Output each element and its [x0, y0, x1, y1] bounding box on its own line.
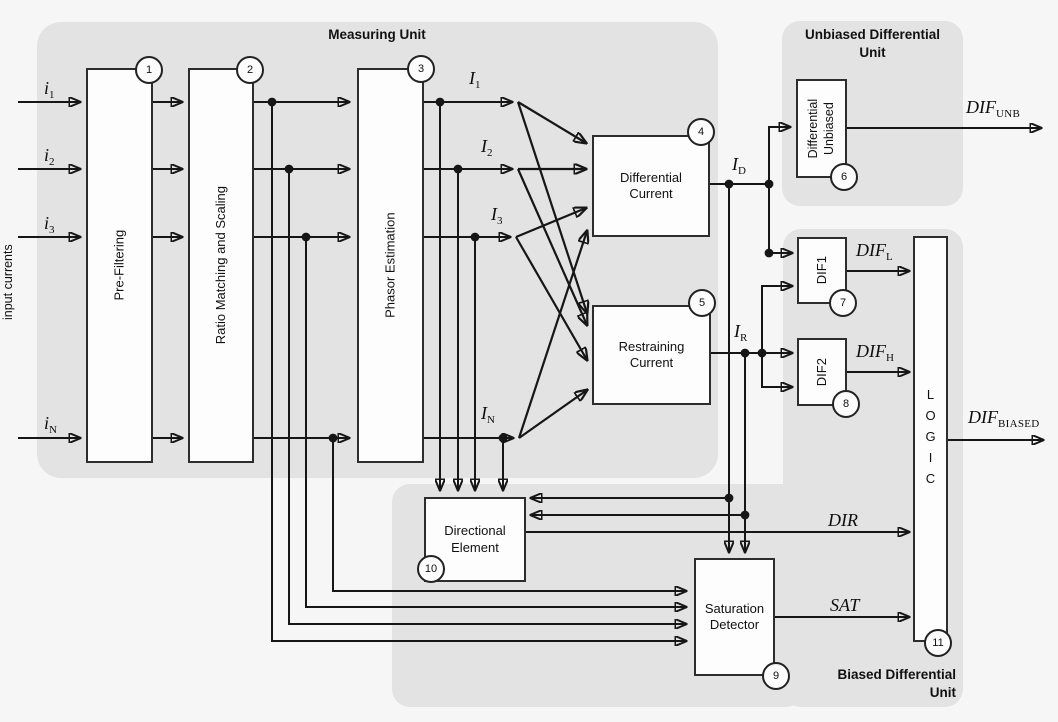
- dif1-block: DIF1: [797, 237, 847, 304]
- signal-label-dif-biased: DIFBIASED: [968, 407, 1040, 430]
- saturation-detector-label-line2: Detector: [709, 617, 760, 632]
- block-number-3: 3: [407, 55, 435, 83]
- restraining-current-block: Restraining Current: [592, 305, 711, 405]
- block-number-2: 2: [236, 56, 264, 84]
- unbiased-unit-title-line2: Unit: [859, 44, 886, 60]
- biased-unit-title: Biased Differential Unit: [803, 666, 956, 702]
- signal-label-i1: i1: [44, 78, 55, 101]
- directional-element-input-lines: [440, 102, 503, 490]
- saturation-detector-label-line1: Saturation: [704, 600, 765, 616]
- output-lines: [526, 128, 1043, 617]
- logic-label: LOGIC: [923, 386, 938, 492]
- block-number-9: 9: [762, 662, 790, 690]
- unbiased-unit-title-line1: Unbiased Differential: [804, 27, 941, 42]
- differential-unbiased-label-line1: Differential: [805, 98, 820, 159]
- input-row-lines: [18, 102, 513, 438]
- signal-label-IR: IR: [734, 321, 748, 344]
- differential-unbiased-label: Differential Unbiased: [806, 99, 837, 159]
- measuring-unit-title: Measuring Unit: [328, 27, 426, 42]
- biased-unit-title-line2: Unit: [929, 684, 956, 700]
- differential-current-label: Differential Current: [620, 170, 682, 203]
- signal-label-dif-l: DIFL: [856, 240, 894, 263]
- signal-label-ID: ID: [732, 154, 747, 177]
- block-number-5: 5: [688, 289, 716, 317]
- saturation-detector-label: Saturation Detector: [705, 601, 764, 634]
- restraining-current-label: Restraining Current: [619, 339, 685, 372]
- differential-current-block: Differential Current: [592, 135, 710, 237]
- differential-unbiased-block: Differential Unbiased: [796, 79, 847, 178]
- signal-label-IN: IN: [481, 403, 496, 426]
- block-number-11: 11: [924, 629, 952, 657]
- signal-label-sat: SAT: [830, 595, 860, 615]
- pre-filtering-label: Pre-Filtering: [111, 230, 127, 301]
- directional-element-label: Directional Element: [444, 523, 505, 556]
- phasor-estimation-label: Phasor Estimation: [382, 212, 398, 319]
- phasor-estimation-block: Phasor Estimation: [357, 68, 424, 463]
- saturation-detector-block: Saturation Detector: [694, 558, 775, 676]
- dif2-label: DIF2: [813, 357, 829, 387]
- signal-label-i2: i2: [44, 145, 55, 168]
- differential-unbiased-label-line2: Unbiased: [821, 102, 836, 155]
- logic-block: LOGIC: [913, 236, 948, 642]
- block-number-8: 8: [832, 390, 860, 418]
- signal-label-dif-h: DIFH: [856, 341, 895, 364]
- saturation-detector-input-lines: [271, 102, 686, 641]
- block-number-4: 4: [687, 118, 715, 146]
- directional-element-label-line2: Element: [451, 539, 499, 555]
- ratio-matching-label: Ratio Matching and Scaling: [212, 186, 228, 345]
- unbiased-unit-title: Unbiased Differential Unit: [782, 26, 963, 62]
- block-number-1: 1: [135, 56, 163, 84]
- signal-label-i3: i3: [44, 213, 55, 236]
- signal-label-I2: I2: [481, 136, 493, 159]
- ratio-matching-block: Ratio Matching and Scaling: [188, 68, 254, 463]
- directional-element-label-line1: Directional: [444, 523, 506, 539]
- block-number-10: 10: [417, 555, 445, 583]
- phasor-fanout-lines: [515, 101, 587, 439]
- restraining-current-label-line2: Current: [629, 355, 674, 370]
- block-number-7: 7: [829, 289, 857, 317]
- block-number-6: 6: [830, 163, 858, 191]
- restraining-current-label-line1: Restraining: [618, 338, 685, 354]
- biased-unit-title-line1: Biased Differential: [837, 667, 956, 682]
- pre-filtering-block: Pre-Filtering: [86, 68, 153, 463]
- signal-label-I1: I1: [469, 68, 481, 91]
- signal-label-dif-unb: DIFUNB: [966, 97, 1021, 120]
- junction-dots: [267, 97, 774, 520]
- input-currents-label: input currents: [1, 244, 15, 320]
- signal-label-I3: I3: [491, 204, 503, 227]
- signal-label-dir: DIR: [828, 510, 858, 530]
- dif1-label: DIF1: [813, 256, 829, 285]
- signal-label-iN: iN: [44, 413, 58, 436]
- differential-current-label-line1: Differential: [620, 169, 682, 185]
- differential-current-label-line2: Current: [629, 186, 673, 201]
